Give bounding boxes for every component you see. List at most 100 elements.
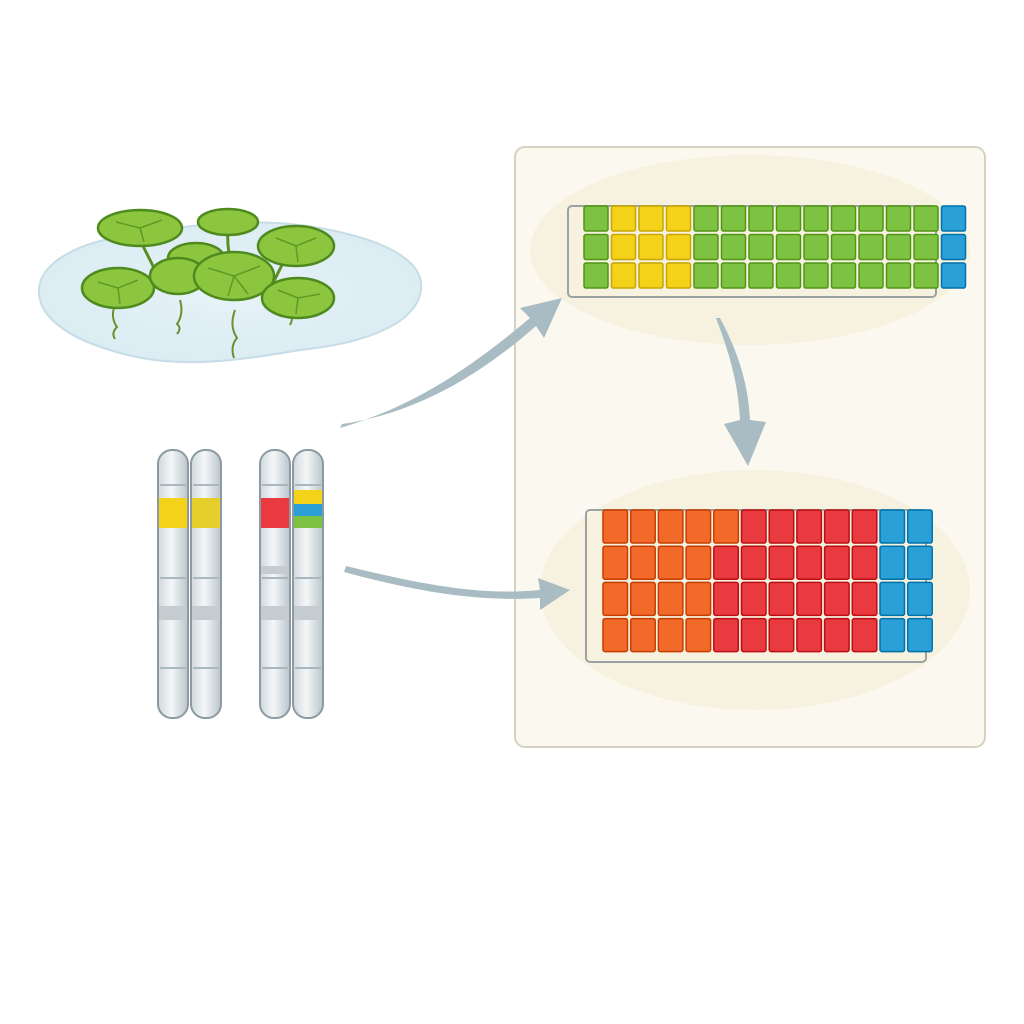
bottom-grid-cell xyxy=(906,581,933,617)
bottom-grid-cell xyxy=(602,617,629,653)
bottom-grid-cell xyxy=(796,545,823,580)
bottom-grid xyxy=(602,509,933,653)
bottom-grid-cell xyxy=(768,545,795,580)
top-grid-cell xyxy=(610,233,637,261)
top-grid-cell xyxy=(748,205,774,232)
chromosome-pair-icon-left xyxy=(157,449,222,719)
yellow-band-left-1 xyxy=(159,498,187,528)
top-grid-cell xyxy=(665,262,692,289)
top-grid-cell xyxy=(913,262,939,289)
bottom-grid-cell xyxy=(879,617,906,653)
bottom-grid-cell xyxy=(602,509,629,544)
top-grid-cell xyxy=(610,205,637,232)
bottom-grid-cell xyxy=(685,581,712,617)
bottom-grid-cell xyxy=(823,509,850,544)
top-grid-cell xyxy=(720,262,747,289)
top-grid-cell xyxy=(830,205,857,232)
bottom-grid-cell xyxy=(657,617,684,653)
top-grid-cell xyxy=(775,233,802,261)
leaf-veins xyxy=(97,219,321,315)
top-grid-cell xyxy=(665,233,692,261)
bottom-grid-cell xyxy=(629,617,656,653)
top-grid-cell xyxy=(885,262,912,289)
chromosome-pair-icon-right xyxy=(259,449,324,719)
bottom-grid-cell xyxy=(713,545,740,580)
bottom-grid-cell xyxy=(657,545,684,580)
bottom-grid-cell xyxy=(713,581,740,617)
bottom-grid-cell xyxy=(851,545,878,580)
floating-aquatic-plant-icon xyxy=(37,207,423,364)
top-grid-cell xyxy=(693,205,719,232)
top-grid-cell xyxy=(748,233,774,261)
bottom-grid-cell xyxy=(629,509,656,544)
bottom-grid-cell xyxy=(768,581,795,617)
top-grid-cell xyxy=(720,205,747,232)
top-grid-cell xyxy=(748,262,774,289)
top-grid-cell xyxy=(638,233,664,261)
top-grid-cell xyxy=(913,233,939,261)
green-band xyxy=(294,516,322,528)
bottom-grid-cell xyxy=(740,509,767,544)
top-grid-cell xyxy=(913,205,939,232)
bottom-grid-cell xyxy=(713,617,740,653)
top-grid-cell xyxy=(775,205,802,232)
bottom-grid-cell xyxy=(796,617,823,653)
top-grid-cell xyxy=(638,262,664,289)
top-grid-cell xyxy=(638,205,664,232)
yellow-band-left-2 xyxy=(192,498,220,528)
yellow-band-top xyxy=(294,490,322,504)
bottom-grid-cell xyxy=(879,509,906,544)
bottom-grid-cell xyxy=(685,545,712,580)
bottom-grid-cell xyxy=(823,581,850,617)
bottom-grid-cell xyxy=(906,617,933,653)
bottom-grid-cell xyxy=(740,545,767,580)
bottom-grid-cell xyxy=(602,581,629,617)
top-grid-cell xyxy=(693,262,719,289)
bottom-grid-cell xyxy=(713,509,740,544)
bottom-grid-cell xyxy=(906,509,933,544)
bottom-grid-cell xyxy=(796,581,823,617)
top-grid-cell xyxy=(940,233,967,261)
bottom-grid-cell xyxy=(657,509,684,544)
top-grid-cell xyxy=(830,233,857,261)
bottom-grid-cell xyxy=(851,509,878,544)
top-grid-cell xyxy=(803,262,829,289)
top-grid xyxy=(583,205,967,289)
top-grid-cell xyxy=(940,205,967,232)
bottom-grid-cell xyxy=(602,545,629,580)
bottom-grid-cell xyxy=(879,581,906,617)
bottom-grid-cell xyxy=(906,545,933,580)
bottom-grid-cell xyxy=(823,617,850,653)
top-grid-cell xyxy=(858,262,884,289)
bottom-grid-cell xyxy=(851,581,878,617)
bottom-grid-cell xyxy=(879,545,906,580)
top-grid-cell xyxy=(610,262,637,289)
red-band xyxy=(261,498,289,528)
top-grid-cell xyxy=(885,233,912,261)
bottom-grid-cell xyxy=(685,617,712,653)
bottom-grid-cell xyxy=(740,581,767,617)
top-grid-cell xyxy=(940,262,967,289)
top-grid-cell xyxy=(830,262,857,289)
top-grid-cell xyxy=(858,233,884,261)
top-grid-cell xyxy=(693,233,719,261)
bottom-grid-cell xyxy=(740,617,767,653)
bottom-grid-cell xyxy=(685,509,712,544)
bottom-grid-cell xyxy=(657,581,684,617)
bottom-grid-cell xyxy=(823,545,850,580)
top-grid-cell xyxy=(775,262,802,289)
top-grid-cell xyxy=(583,205,609,232)
top-grid-cell xyxy=(803,233,829,261)
bottom-grid-cell xyxy=(768,509,795,544)
top-grid-cell xyxy=(583,233,609,261)
top-grid-cell xyxy=(858,205,884,232)
top-grid-cell xyxy=(720,233,747,261)
arrow-plant-to-top-grid xyxy=(340,298,562,428)
bottom-grid-cell xyxy=(629,581,656,617)
bottom-grid-cell xyxy=(796,509,823,544)
arrow-top-to-bottom-grid xyxy=(716,318,766,466)
bottom-grid-cell xyxy=(629,545,656,580)
bottom-grid-cell xyxy=(851,617,878,653)
